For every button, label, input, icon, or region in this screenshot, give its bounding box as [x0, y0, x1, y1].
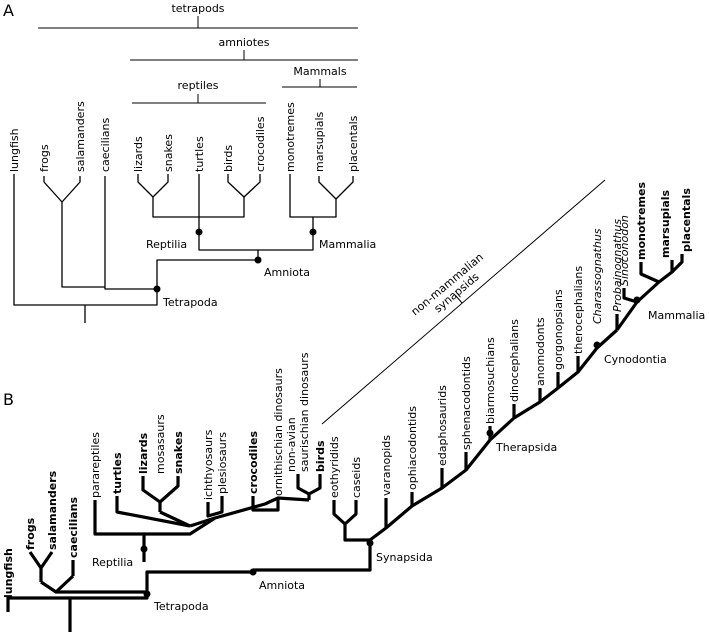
taxon-b-charassognathus: Charassognathus: [591, 228, 604, 324]
synapsids-bracket-tick: [455, 295, 463, 304]
taxon-b-varanopids: varanopids: [380, 435, 393, 496]
node-amniota-b: [249, 568, 257, 576]
taxon-b-lungfish: lungfish: [2, 548, 15, 598]
taxon-b-caecilians: caecilians: [67, 497, 80, 558]
taxon-b-placentals: placentals: [680, 188, 693, 252]
panel-a-letter: A: [3, 1, 14, 20]
taxon-a-frogs: frogs: [38, 144, 51, 172]
node-mammalia-b: [633, 296, 641, 304]
node-label-amniota-a: Amniota: [264, 266, 310, 279]
taxon-b-parareptiles: parareptiles: [89, 432, 102, 498]
taxon-b-snakes: snakes: [172, 431, 185, 474]
node-label-tetrapoda-a: Tetrapoda: [162, 296, 218, 309]
taxon-b-ornithischian: ornithischian dinosaurs: [272, 368, 285, 496]
taxon-b-anomodonts: anomodonts: [534, 317, 547, 386]
taxon-a-snakes: snakes: [162, 134, 175, 172]
node-therapsida-b: [486, 429, 494, 437]
taxon-b-plesiosaurs: plesiosaurs: [216, 432, 229, 494]
node-label-mammalia-b: Mammalia: [648, 309, 705, 322]
taxon-b-edaphosaurids: edaphosaurids: [436, 385, 449, 466]
taxon-b-marsupials: marsupials: [659, 189, 672, 258]
taxon-b-dinocephalians: dinocephalians: [508, 319, 521, 402]
taxon-a-lungfish: lungfish: [8, 128, 21, 172]
node-label-therapsida-b: Therapsida: [495, 441, 557, 454]
taxon-a-turtles: turtles: [193, 136, 206, 172]
node-label-reptilia-b: Reptilia: [92, 556, 133, 569]
node-label-cynodontia-b: Cynodontia: [604, 353, 667, 366]
node-mammalia-a: [309, 228, 317, 236]
taxon-b-sinoconodon: Sinoconodon: [618, 215, 631, 286]
taxon-a-birds: birds: [222, 145, 235, 172]
taxon-b-salamanders: salamanders: [46, 470, 59, 550]
taxon-b-crocodiles: crocodiles: [247, 431, 260, 494]
tree-b-nodes: [140, 296, 641, 598]
panel-a-brackets: [38, 16, 358, 104]
taxon-b-therocephalians: therocephalians: [572, 266, 585, 354]
taxon-a-salamanders: salamanders: [74, 101, 87, 172]
node-cynodontia-b: [593, 341, 601, 349]
taxon-b-eothyridids: eothyridids: [328, 436, 341, 498]
panel-b-letter: B: [3, 390, 14, 409]
taxon-b-nonavian: non-avian: [285, 417, 298, 472]
bracket-label-mammals: Mammals: [293, 65, 346, 78]
node-label-tetrapoda-b: Tetrapoda: [153, 600, 209, 613]
taxon-b-gorgonopsians: gorgonopsians: [552, 289, 565, 370]
node-amniota-a: [254, 256, 262, 264]
taxon-b-ophiacodontids: ophiacodontids: [406, 406, 419, 490]
taxon-a-caecilians: caecilians: [99, 118, 112, 172]
node-tetrapoda-a: [153, 285, 161, 293]
node-label-synapsida-b: Synapsida: [376, 551, 433, 564]
taxon-a-lizards: lizards: [132, 136, 145, 172]
taxon-b-ichthyosaurs: ichthyosaurs: [202, 429, 215, 500]
taxon-b-caseids: caseids: [350, 457, 363, 498]
taxon-a-marsupials: marsupials: [313, 111, 326, 172]
taxon-b-birds: birds: [314, 440, 327, 472]
node-synapsida-b: [366, 539, 374, 547]
taxon-b-monotremes: monotremes: [635, 182, 648, 260]
taxon-b-lizards: lizards: [137, 432, 150, 474]
taxon-b-probainognathus: Probainognathus: [611, 219, 624, 312]
bracket-label-tetrapods: tetrapods: [171, 2, 224, 15]
tree-b: [6, 254, 684, 632]
taxon-a-crocodiles: crocodiles: [254, 116, 267, 172]
tree-a-nodes: [153, 228, 317, 293]
node-label-mammalia-a: Mammalia: [319, 238, 376, 251]
node-reptilia-b: [140, 545, 148, 553]
taxon-b-turtles: turtles: [111, 452, 124, 494]
bracket-label-reptiles: reptiles: [178, 79, 219, 92]
taxon-b-biarmosuchians: biarmosuchians: [484, 337, 497, 424]
node-label-amniota-b: Amniota: [259, 579, 305, 592]
taxon-b-sphenacodontids: sphenacodontids: [460, 356, 473, 450]
tree-a: [13, 174, 354, 323]
bracket-label-amniotes: amniotes: [218, 36, 269, 49]
synapsids-bracket-line: [321, 179, 606, 425]
taxon-b-frogs: frogs: [24, 517, 37, 550]
node-tetrapoda-b: [143, 590, 151, 598]
taxon-b-saurischian: saurischian dinosaurs: [298, 352, 311, 472]
taxon-a-monotremes: monotremes: [284, 102, 297, 172]
node-reptilia-a: [195, 228, 203, 236]
taxon-a-placentals: placentals: [347, 115, 360, 172]
node-label-reptilia-a: Reptilia: [146, 238, 187, 251]
taxon-b-mosasaurs: mosasaurs: [154, 414, 167, 474]
